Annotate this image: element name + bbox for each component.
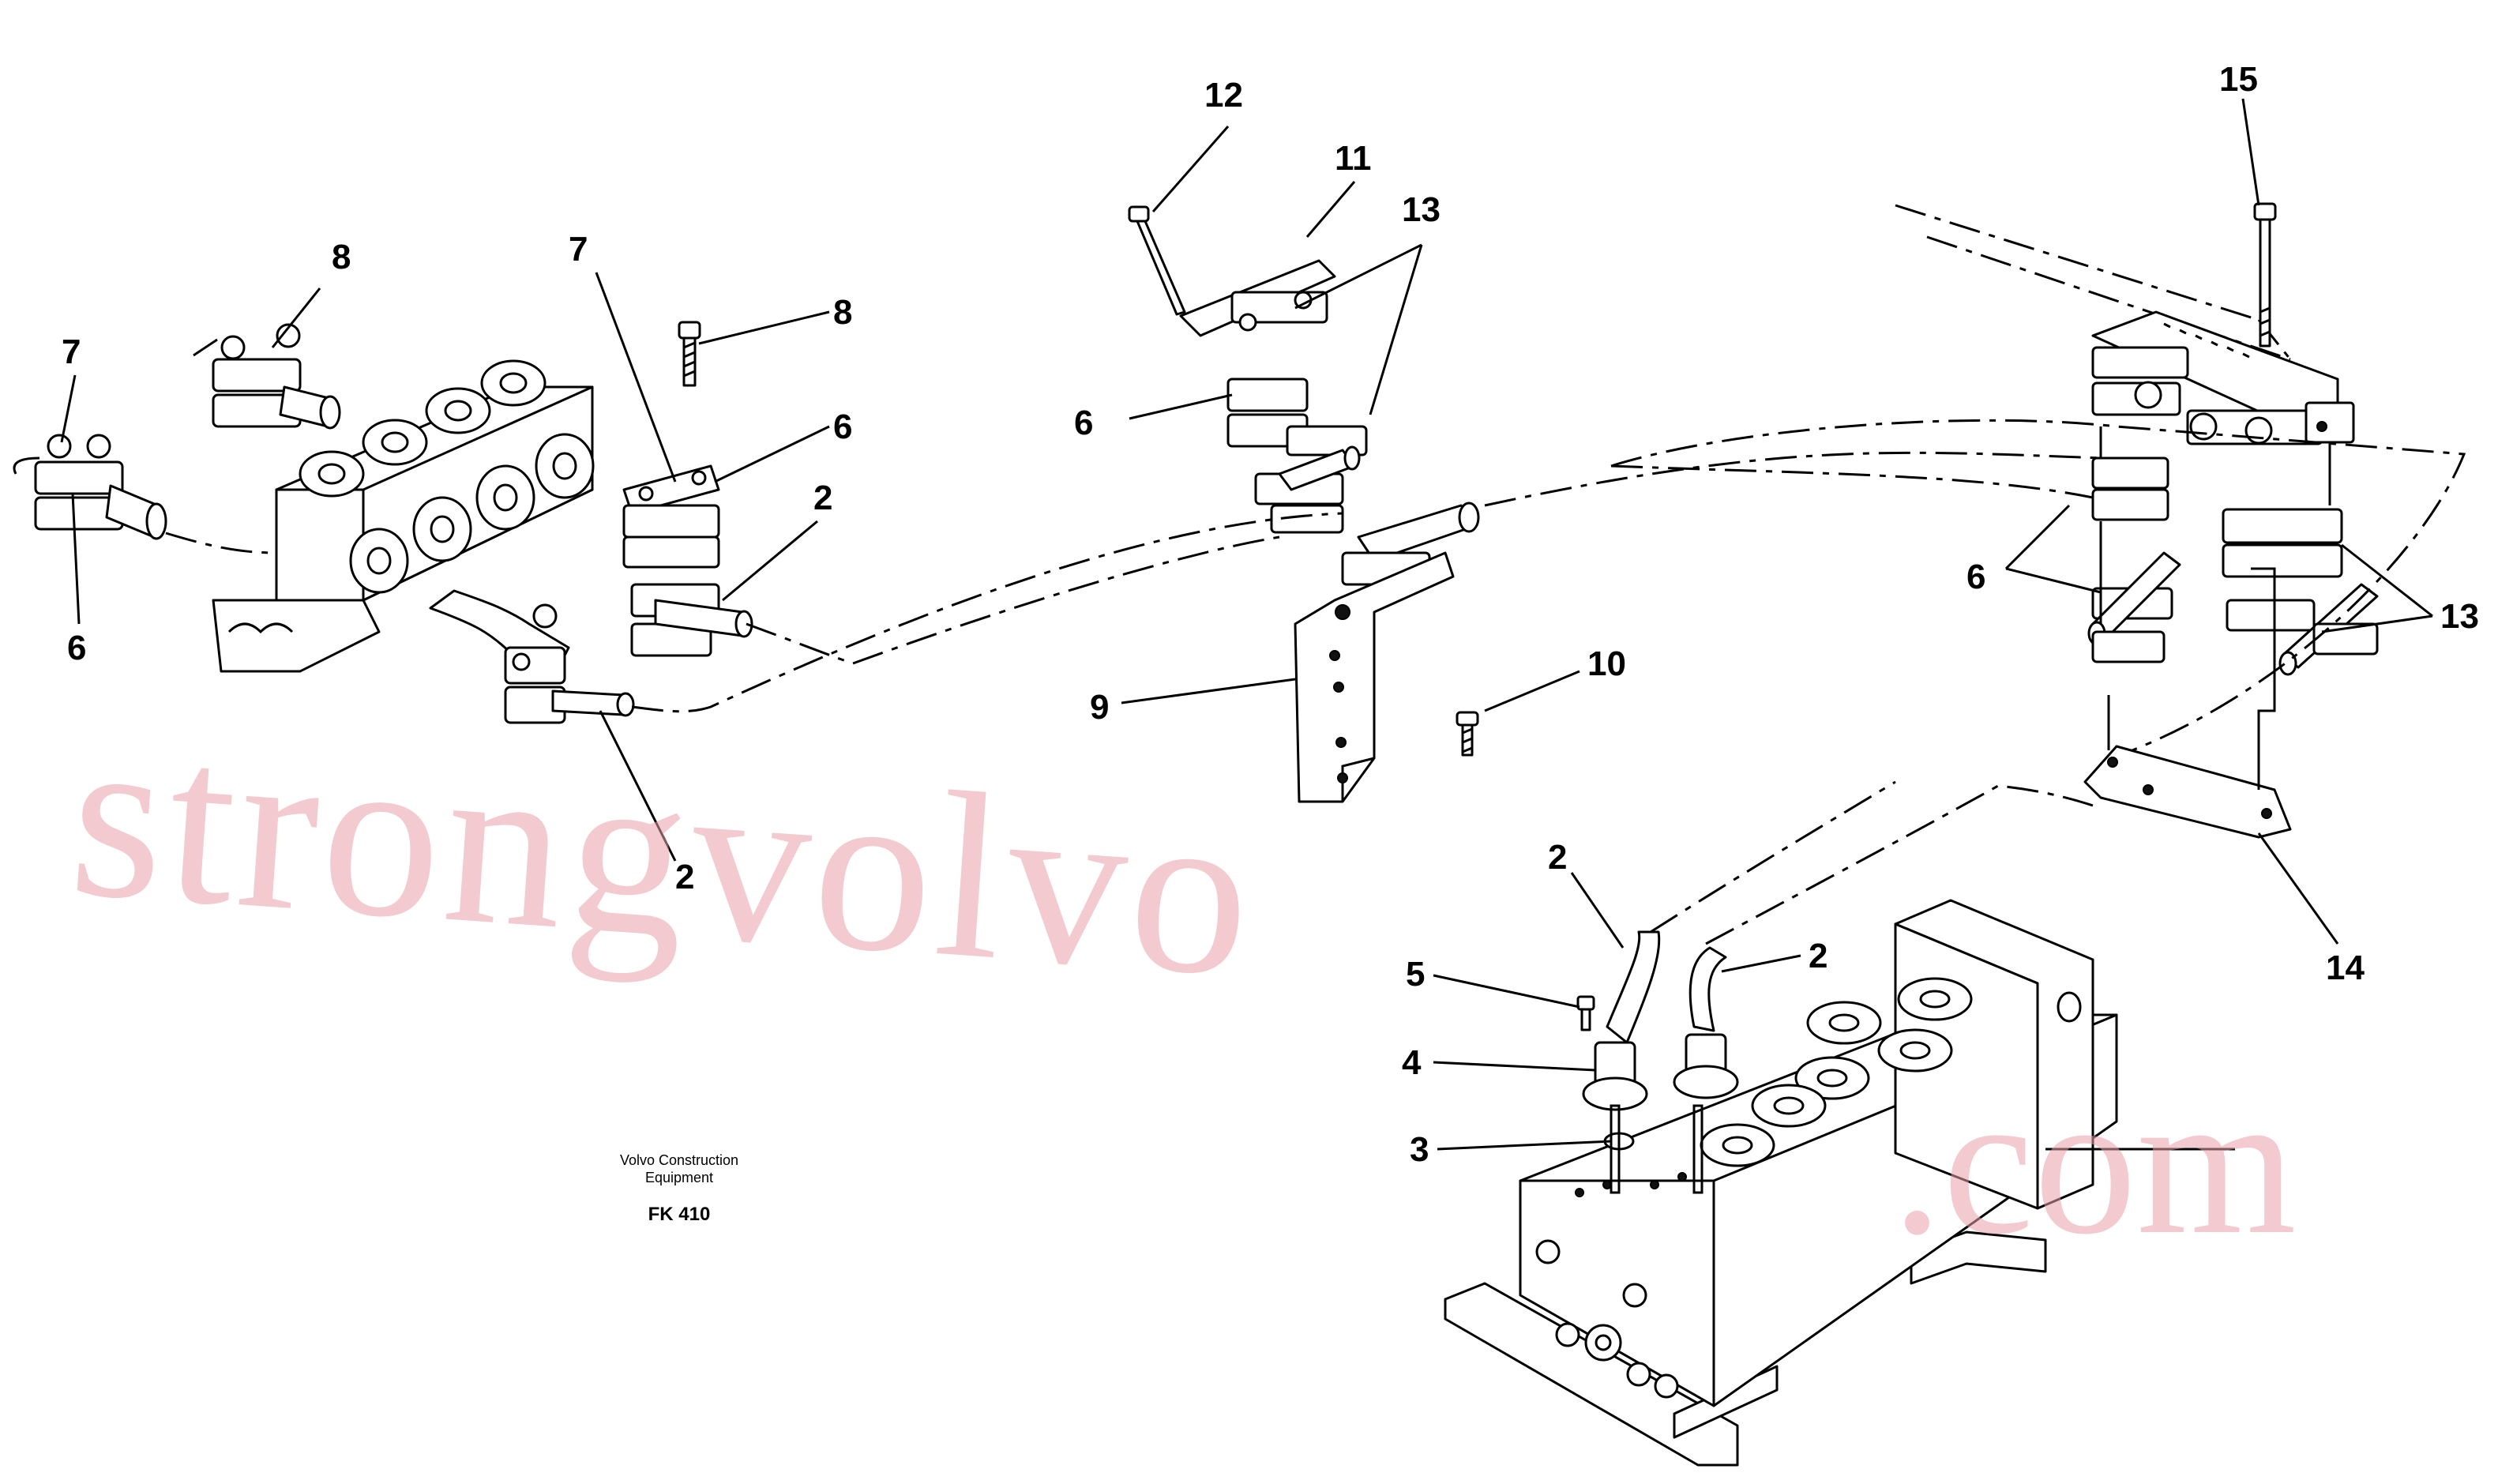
callout-6-center: 6 <box>1074 404 1093 442</box>
callout-6-right: 6 <box>1966 558 1985 596</box>
credit-line-1: Volvo Construction <box>620 1152 738 1168</box>
center-bracket-assembly <box>1128 205 1480 803</box>
credit-block: Volvo Construction Equipment FK 410 <box>620 1152 738 1225</box>
callout-12: 12 <box>1204 76 1243 115</box>
left-far-clamp <box>13 434 167 540</box>
callout-7-stack: 7 <box>569 230 588 269</box>
callout-labels: 12 11 13 15 8 7 8 7 6 6 2 6 9 10 6 13 2 … <box>62 60 2479 1169</box>
callout-2-stack: 2 <box>813 479 832 517</box>
callout-13-right: 13 <box>2440 597 2479 636</box>
left-block-fittings <box>299 359 595 594</box>
callout-8-upper: 8 <box>332 238 351 276</box>
main-block-fittings <box>1700 977 1973 1167</box>
callout-7-far: 7 <box>62 332 81 371</box>
upper-left-clamp <box>193 323 341 430</box>
main-valve-block <box>1444 899 2118 1467</box>
callout-6-stack: 6 <box>833 408 852 446</box>
callout-2-hose-left: 2 <box>1548 838 1567 877</box>
lower-hose-clamp <box>429 589 635 724</box>
callout-15: 15 <box>2219 60 2258 99</box>
watermark-suffix: .com <box>1891 1050 2297 1277</box>
credit-line-2: Equipment <box>645 1170 713 1185</box>
callout-3: 3 <box>1410 1130 1429 1169</box>
callout-10: 10 <box>1587 644 1626 683</box>
callout-9: 9 <box>1090 688 1109 727</box>
leader-lines <box>60 98 2433 1151</box>
callout-5: 5 <box>1406 955 1425 994</box>
right-mount-assembly <box>1895 202 2379 839</box>
callout-4: 4 <box>1402 1043 1422 1082</box>
watermark-main: strongvolvo <box>63 682 1263 1027</box>
connection-lines <box>165 419 2466 945</box>
callout-13-center: 13 <box>1402 190 1441 229</box>
callout-14: 14 <box>2326 949 2365 987</box>
left-clamp-stack <box>622 321 753 657</box>
left-valve-block <box>212 359 595 673</box>
diagram-code: FK 410 <box>648 1204 711 1225</box>
callout-8-bolt: 8 <box>833 293 852 332</box>
callout-11: 11 <box>1335 139 1372 178</box>
callout-2-hose-right: 2 <box>1809 937 1827 975</box>
callout-2-lower: 2 <box>675 858 694 896</box>
callout-6-far: 6 <box>67 629 86 667</box>
